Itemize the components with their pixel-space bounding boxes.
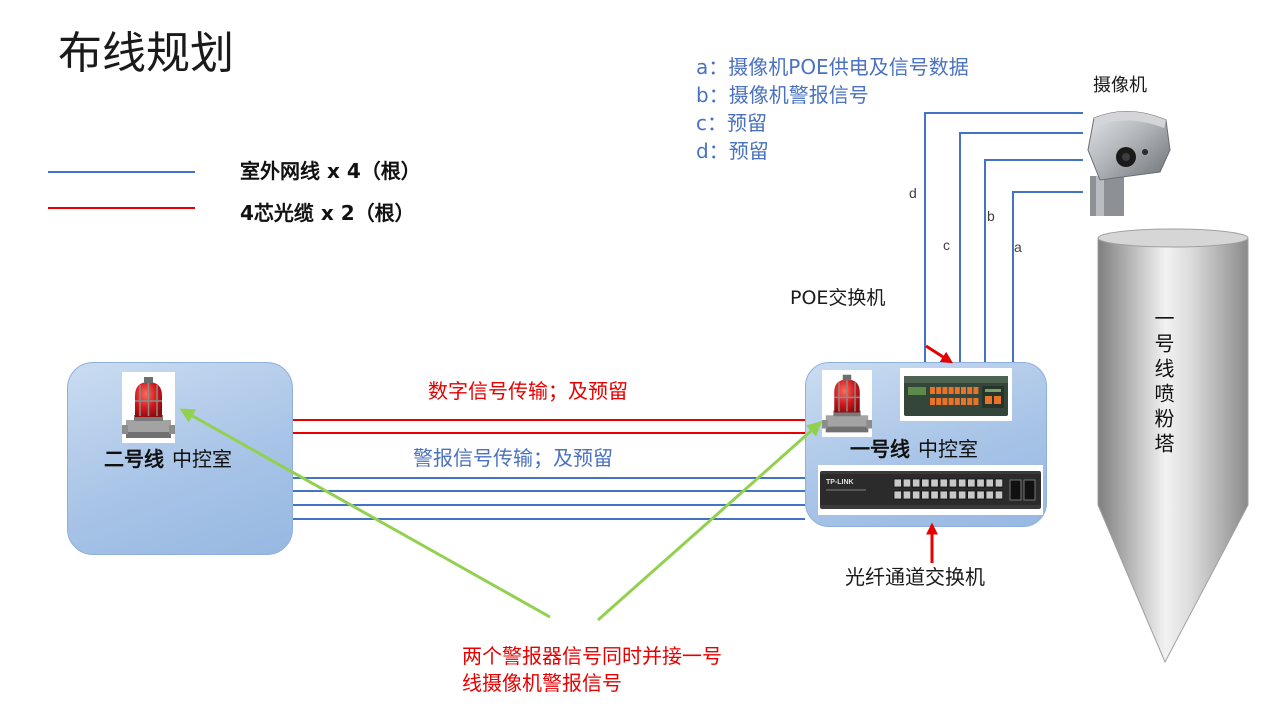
switch-port [921,490,930,500]
switch-port [930,387,935,394]
fiber-switch-image: TP-LINK [818,465,1043,519]
switch-port [954,398,960,405]
switch-port [930,398,935,405]
page-title: 布线规划 [58,28,234,79]
switch-port [930,478,939,488]
wire-label-d: d [909,185,917,201]
alarm-lamp-image [122,372,175,447]
signal-item-d: d：预留 [696,139,769,163]
switch-port [893,478,902,488]
camera-label: 摄像机 [1093,75,1147,96]
switch-port [912,478,921,488]
switch-port [948,387,954,394]
room-2-label: 二号线中控室 [104,449,232,469]
switch-port [973,387,979,394]
network-link-label: 警报信号传输；及预留 [413,446,613,470]
switch-port [957,478,967,488]
switch-port [967,478,976,488]
switch-port [902,490,912,500]
note-line-2: 线摄像机警报信号 [462,671,622,695]
switch-port [961,387,966,394]
wire-a [1012,191,1083,362]
switch-port [985,478,994,488]
switch-port [973,398,979,405]
switch-port [994,478,1004,488]
switch-port [939,490,948,500]
switch-port [921,478,930,488]
fiber-link-label: 数字信号传输；及预留 [428,379,628,403]
wire-c [959,132,1083,362]
switch-port [976,478,985,488]
poe-switch-image [900,368,1012,425]
room-1-line: 一号线 [850,437,910,461]
room-1-name: 中控室 [918,437,978,461]
switch-port [936,398,942,405]
legend-network-label: 室外网线 x 4（根） [240,159,421,183]
wire-b [984,159,1083,362]
switch-port [948,478,958,488]
switch-port [942,387,948,394]
wire-label-c: c [943,237,950,253]
switch-port [954,387,960,394]
switch-port [893,490,902,500]
switch-port [942,398,948,405]
wire-label-b: b [987,208,995,224]
switch-port [902,478,912,488]
switch-port [948,490,958,500]
tower-label: 一号线喷粉塔 [1151,308,1175,458]
alarm-lamp-image [822,370,872,441]
switch-port [994,490,1004,500]
switch-port [967,398,973,405]
switch-port [912,490,921,500]
switch-port [930,490,939,500]
room-2-name: 中控室 [172,447,232,471]
legend-fiber-label: 4芯光缆 x 2（根） [240,201,415,225]
switch-port [939,478,948,488]
tp-link-logo: TP-LINK [826,479,854,486]
wire-label-a: a [1014,239,1022,255]
switch-port [967,387,973,394]
switch-port [985,490,994,500]
camera-image [1087,110,1171,216]
fiber-switch-ports [893,478,1004,500]
switch-port [948,398,954,405]
room-1-label: 一号线中控室 [850,439,978,459]
fiber-switch-label: 光纤通道交换机 [845,565,985,589]
note-line-1: 两个警报器信号同时并接一号 [462,644,722,668]
spray-tower [1097,228,1249,664]
signal-item-a: a：摄像机POE供电及信号数据 [696,55,969,79]
switch-port [967,490,976,500]
switch-port [961,398,966,405]
signal-item-c: c：预留 [696,111,767,135]
poe-port-row [930,387,979,394]
wire-d [924,112,1083,362]
poe-port-row [930,398,979,405]
switch-port [976,490,985,500]
switch-port [957,490,967,500]
poe-switch-label: POE交换机 [790,287,886,309]
room-2-line: 二号线 [104,447,164,471]
signal-item-b: b：摄像机警报信号 [696,83,869,107]
switch-port [936,387,942,394]
